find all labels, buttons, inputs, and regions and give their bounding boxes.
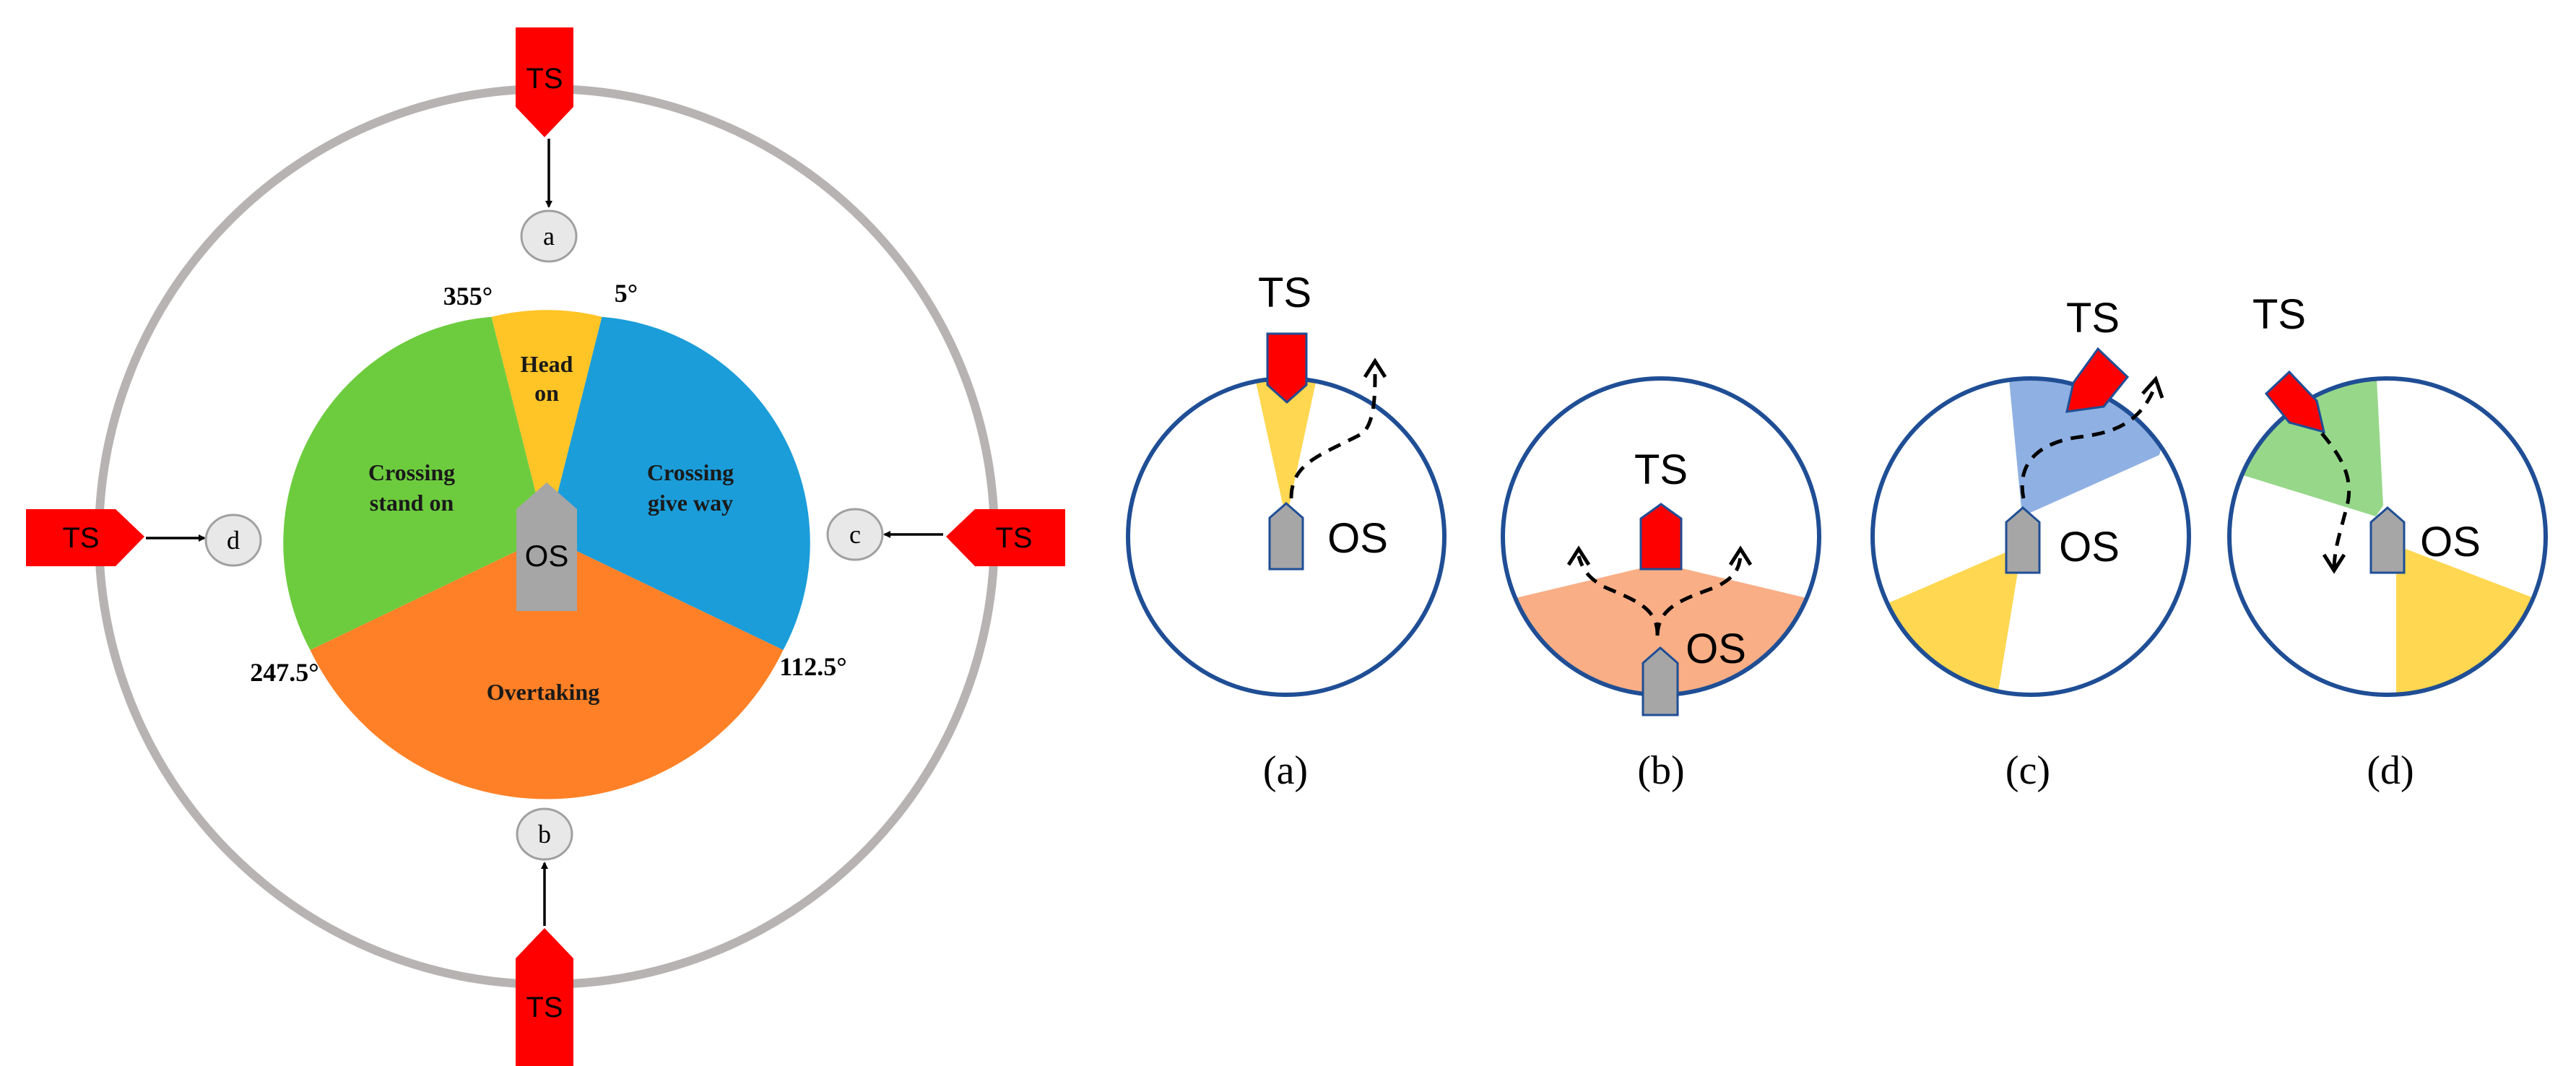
panel-b-caption: (b) [1637,748,1684,793]
panel-c-own-ship [2005,506,2041,574]
marker-d-label: d [227,526,240,555]
marker-b: b [516,807,573,861]
sector-crossing-stand-on [283,316,547,650]
marker-c-label: c [849,520,861,549]
target-ship-bottom-label: TS [526,992,563,1023]
panel-c-avoid-path [2020,389,2156,499]
panel-d-crossing-stand-on: TS OS (d) [2227,291,2548,793]
panel-b-ts-label: TS [1634,446,1688,493]
panel-b-overtaking: TS OS (b) [1501,376,1821,793]
overtaking-label: Overtaking [487,679,599,705]
sector-crossing-give-way [547,316,810,650]
head-on-label-line1: Head [521,351,573,377]
crossing-give-way-label-line1: Crossing [647,459,734,485]
panel-c-crossing-give-way: TS OS (c) [1870,295,2191,793]
panel-d-head-on-sector [2396,545,2546,695]
own-ship-shape [516,482,577,611]
panel-b-path-right-arrowhead [1728,545,1753,566]
crossing-stand-on-label-line2: stand on [370,490,454,516]
sector-head-on [491,310,602,537]
sector-overtaking [310,537,784,800]
target-ship-left-label: TS [62,522,99,554]
panel-a-path-arrowhead [1363,358,1387,378]
panel-b-avoid-path-right [1655,555,1743,636]
angle-label-112-5: 112.5° [779,652,846,681]
target-ship-top-label: TS [526,63,563,95]
panel-c-caption: (c) [2005,748,2050,793]
head-on-label-line2: on [534,380,559,406]
panel-d-path-arrowhead [2322,553,2346,574]
panel-a-avoid-path [1289,366,1377,499]
own-ship-center: OS [516,482,577,611]
panel-b-os-label: OS [1686,625,1746,672]
panel-c-stand-on-sector [1873,545,2022,695]
panel-d-caption: (d) [2367,748,2414,793]
own-ship-label: OS [525,539,569,573]
panel-a-os-label: OS [1327,515,1388,562]
panel-c-path-arrowhead [2141,376,2164,399]
angle-label-5: 5° [615,279,638,308]
marker-a-label: a [543,222,555,251]
panel-c-range-circle [1870,376,2191,697]
target-ship-bottom-shape [516,928,573,1066]
panel-b-target-ship [1639,503,1683,571]
target-ship-top-shape [516,27,573,137]
target-ship-bottom: TS [516,862,573,1066]
target-ship-right-label: TS [995,522,1032,554]
angle-label-355: 355° [443,282,493,311]
panel-d-avoid-path [2320,432,2351,571]
marker-b-label: b [538,820,551,849]
panel-c-ts-label: TS [2066,295,2120,342]
panel-a-target-ship [1266,332,1308,404]
panel-a-head-on-sector [1254,378,1317,520]
marker-c: c [826,508,884,561]
target-ship-right-shape [946,509,1065,566]
panel-c-target-ship [2065,347,2130,413]
panel-b-path-left-arrowhead [1566,545,1591,566]
panel-b-avoid-path-left [1577,555,1660,636]
panel-d-own-ship [2369,506,2406,574]
crossing-stand-on-label-line1: Crossing [368,459,455,485]
target-ship-right: TS [883,509,1065,566]
angle-label-247-5: 247.5° [250,658,318,687]
target-ship-left: TS [26,509,206,566]
target-ship-left-shape [26,509,144,566]
panel-d-target-ship [2264,370,2326,434]
main-encounter-diagram: Head on Crossing give way Overtaking Cro… [26,27,1065,1066]
panel-a-caption: (a) [1263,748,1308,793]
marker-a: a [520,209,578,263]
panel-d-range-circle [2227,376,2548,697]
panel-b-own-ship [1642,646,1679,716]
marker-d: d [204,514,262,567]
panel-a-ts-label: TS [1258,269,1311,316]
panel-c-os-label: OS [2059,524,2120,571]
panel-d-os-label: OS [2420,519,2481,566]
crossing-give-way-label-line2: give way [648,490,733,516]
panel-a-own-ship [1268,502,1304,571]
panel-d-ts-label: TS [2252,291,2306,338]
panel-a-head-on: TS OS (a) [1126,269,1447,793]
target-ship-top: TS [516,27,573,208]
